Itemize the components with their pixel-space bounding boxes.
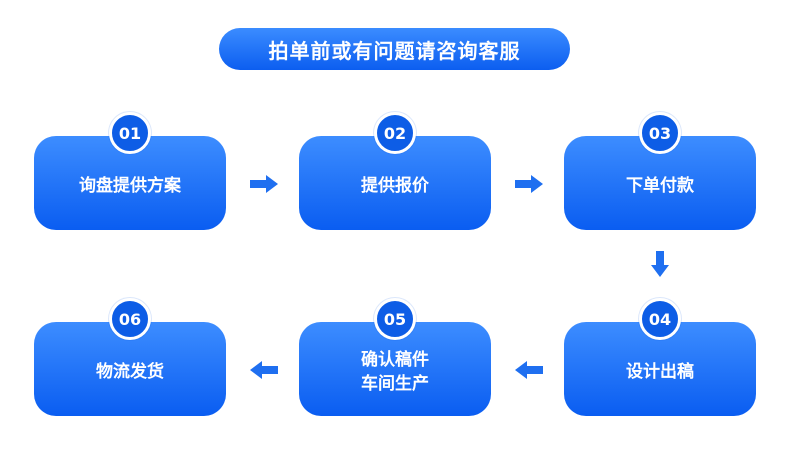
step-number: 04 <box>648 309 672 329</box>
step-number-badge: 01 <box>109 112 151 154</box>
step-label: 确认稿件 <box>361 350 429 370</box>
arrow-right-icon <box>250 175 278 193</box>
step-label: 提供报价 <box>361 176 429 196</box>
step-03: 下单付款 <box>564 136 756 230</box>
arrow-left-icon <box>250 361 278 379</box>
step-06: 物流发货 <box>34 322 226 416</box>
step-number-badge: 04 <box>639 298 681 340</box>
step-number-badge: 06 <box>109 298 151 340</box>
step-number-badge: 03 <box>639 112 681 154</box>
step-label: 设计出稿 <box>626 362 694 382</box>
arrow-down-icon <box>651 251 669 277</box>
step-label: 物流发货 <box>96 362 164 382</box>
step-05: 确认稿件 车间生产 <box>299 322 491 416</box>
step-label: 询盘提供方案 <box>79 176 181 196</box>
step-number: 03 <box>648 123 672 143</box>
step-number: 06 <box>118 309 142 329</box>
step-label: 下单付款 <box>626 176 694 196</box>
step-number: 01 <box>118 123 142 143</box>
step-number: 05 <box>383 309 407 329</box>
step-number: 02 <box>383 123 407 143</box>
arrow-right-icon <box>515 175 543 193</box>
arrow-left-icon <box>515 361 543 379</box>
page-title-text: 拍单前或有问题请咨询客服 <box>268 38 521 63</box>
step-number-badge: 05 <box>374 298 416 340</box>
step-number-badge: 02 <box>374 112 416 154</box>
step-label-line2: 车间生产 <box>361 374 429 394</box>
page-title: 拍单前或有问题请咨询客服 <box>219 28 570 70</box>
